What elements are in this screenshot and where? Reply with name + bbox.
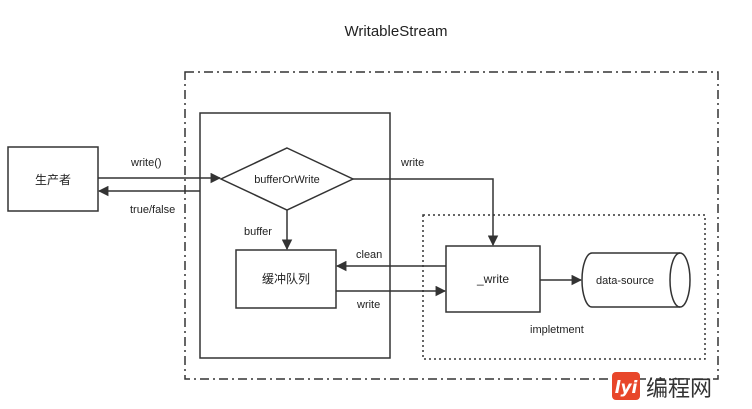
writable-stream-boundary <box>184 71 719 380</box>
buffer-logic-box <box>199 112 391 359</box>
queue-label: 缓冲队列 <box>262 271 310 286</box>
diagram-title: WritableStream <box>344 23 447 40</box>
implement-group-label: impletment <box>530 324 584 336</box>
producer-node <box>7 146 99 212</box>
svg-text:lyi: lyi <box>615 378 639 398</box>
edge-to-write <box>353 178 499 247</box>
queue-node <box>235 249 337 309</box>
data-source-label: data-source <box>596 275 654 287</box>
edge-label-return-value: true/false <box>130 204 175 216</box>
write-impl-label: _write <box>476 272 509 286</box>
watermark-site-name: 编程网 <box>646 377 712 402</box>
implement-group <box>422 214 706 360</box>
edge-label-clean: clean <box>356 249 382 261</box>
edge-label-queue-write: write <box>356 299 380 311</box>
edge-label-write-call: write() <box>130 157 162 169</box>
edge-label-to-buffer: buffer <box>244 226 272 238</box>
edge-label-to-write: write <box>400 157 424 169</box>
data-source-node <box>581 252 691 308</box>
producer-label: 生产者 <box>35 173 71 187</box>
decision-label: bufferOrWrite <box>254 174 320 186</box>
watermark: lyi 编程网 <box>612 372 712 402</box>
watermark-logo-icon: lyi <box>612 372 640 400</box>
